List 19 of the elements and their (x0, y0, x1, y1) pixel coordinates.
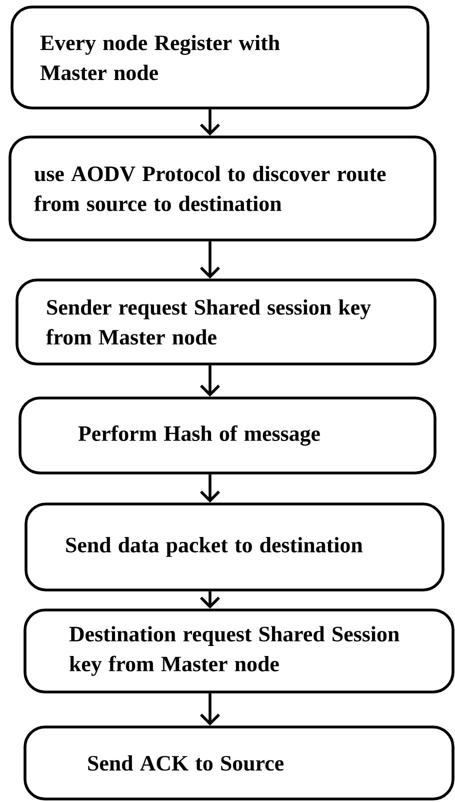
process-box (8, 136, 436, 242)
process-box (16, 278, 436, 366)
step-text: Send ACK to Source (88, 755, 284, 771)
step-text: Perform Hash of message (78, 425, 320, 446)
arrow (200, 474, 220, 503)
process-box (18, 396, 436, 474)
step-text: use AODV Protocol to discover route from source to destination (34, 166, 386, 212)
process-box (24, 726, 454, 800)
arrow (200, 109, 220, 136)
step-text: Every node Register with Master node (40, 34, 280, 80)
step-text: Send data packet to destination (66, 537, 363, 557)
arrow (200, 365, 220, 397)
process-box (10, 6, 430, 110)
process-box (24, 608, 454, 694)
arrow (200, 241, 220, 279)
step-text: Destination request Shared Session key from Master node (69, 626, 400, 676)
arrow (200, 693, 220, 726)
step-text: Sender request Shared session key from Master node (46, 299, 371, 345)
process-box (24, 502, 444, 592)
